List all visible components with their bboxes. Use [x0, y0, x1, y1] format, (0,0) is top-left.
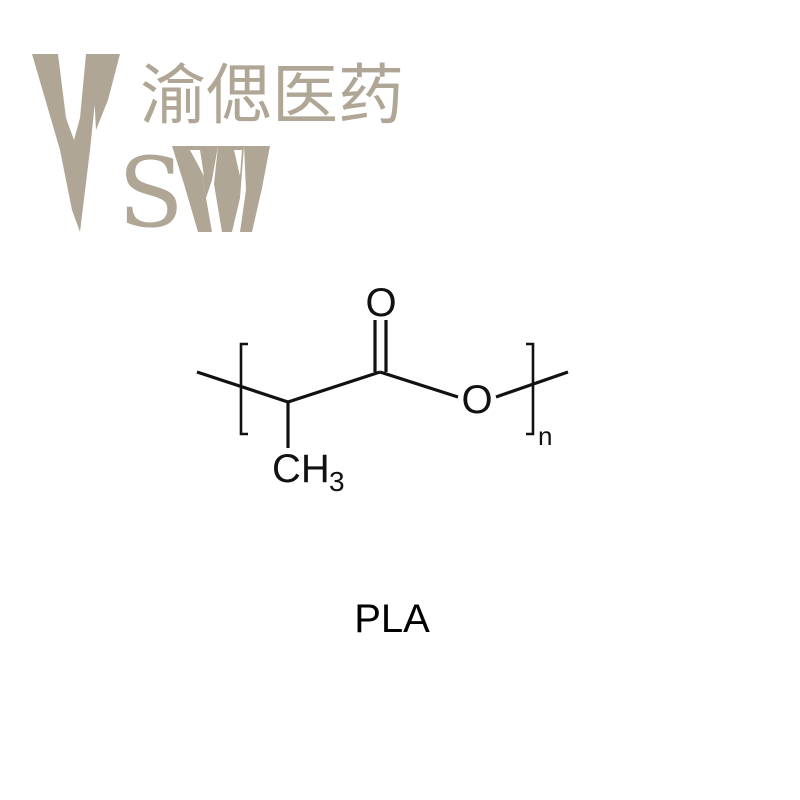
logo-v-mark — [32, 54, 100, 232]
bond-left-continuation — [196, 370, 289, 404]
molecule-caption: PLA — [354, 597, 430, 641]
methyl-group-label: CH 3 — [272, 447, 345, 497]
left-bracket — [239, 342, 248, 436]
bond-alpha-carbonyl — [287, 370, 381, 404]
right-bracket — [526, 342, 535, 436]
logo-s-letter: S — [118, 137, 184, 249]
logo-brand-name: 渝偲医药 — [140, 57, 404, 134]
methyl-subscript-3: 3 — [329, 466, 345, 497]
bond-carbonyl-ester — [379, 370, 459, 399]
pla-structure: O O CH 3 n — [196, 281, 569, 497]
logo-v-mark-right — [92, 54, 120, 130]
logo-v-mark-notch — [58, 54, 86, 140]
company-logo: S 渝偲医药 — [32, 54, 404, 249]
methyl-ch-label: CH — [272, 447, 330, 491]
ester-oxygen-label: O — [461, 378, 492, 422]
logo-w-letter — [172, 146, 270, 232]
bond-right-continuation — [495, 370, 569, 399]
carbonyl-oxygen-label: O — [365, 281, 396, 325]
repeat-index-n: n — [538, 421, 552, 451]
